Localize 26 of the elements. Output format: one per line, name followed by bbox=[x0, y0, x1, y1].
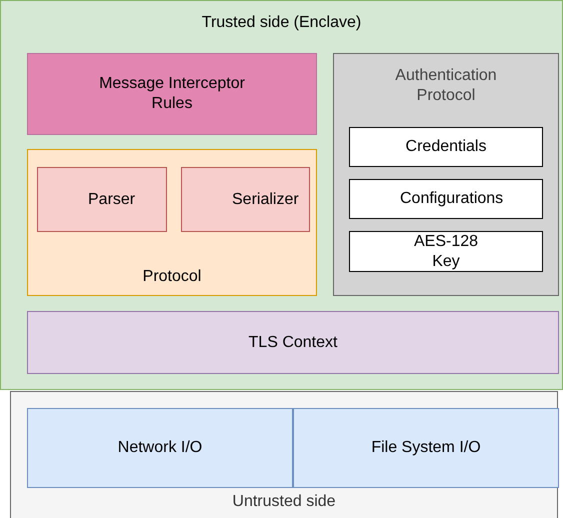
serializer-box bbox=[181, 167, 310, 232]
trusted-zone-panel bbox=[0, 0, 563, 390]
node-label: Serializer bbox=[231, 190, 300, 210]
node-label: Authentication Protocol bbox=[394, 66, 498, 106]
node-label: Trusted side (Enclave) bbox=[200, 13, 362, 33]
tls-context-box bbox=[27, 311, 559, 374]
file-system-io-box bbox=[293, 408, 559, 488]
key-box bbox=[349, 231, 543, 272]
rules-box bbox=[27, 53, 317, 135]
network-io-box bbox=[27, 408, 293, 488]
untrusted-zone-panel bbox=[10, 391, 558, 518]
node-label: Protocol bbox=[142, 267, 202, 287]
configurations-box bbox=[349, 179, 543, 219]
authentication-panel bbox=[333, 53, 559, 296]
protocol-panel bbox=[27, 149, 317, 296]
node-label: Credentials bbox=[404, 137, 488, 157]
node-label: Network I/O bbox=[116, 438, 204, 458]
node-label: TLS Context bbox=[248, 332, 338, 352]
node-label: Untrusted side bbox=[231, 492, 337, 512]
node-label: Parser bbox=[87, 190, 136, 210]
node-label: AES-128 Key bbox=[412, 232, 480, 272]
parser-box bbox=[37, 167, 167, 232]
node-label: File System I/O bbox=[370, 438, 482, 458]
node-label: Message Interceptor Rules bbox=[98, 74, 246, 114]
credentials-box bbox=[349, 127, 543, 167]
node-label: Configurations bbox=[399, 189, 504, 209]
